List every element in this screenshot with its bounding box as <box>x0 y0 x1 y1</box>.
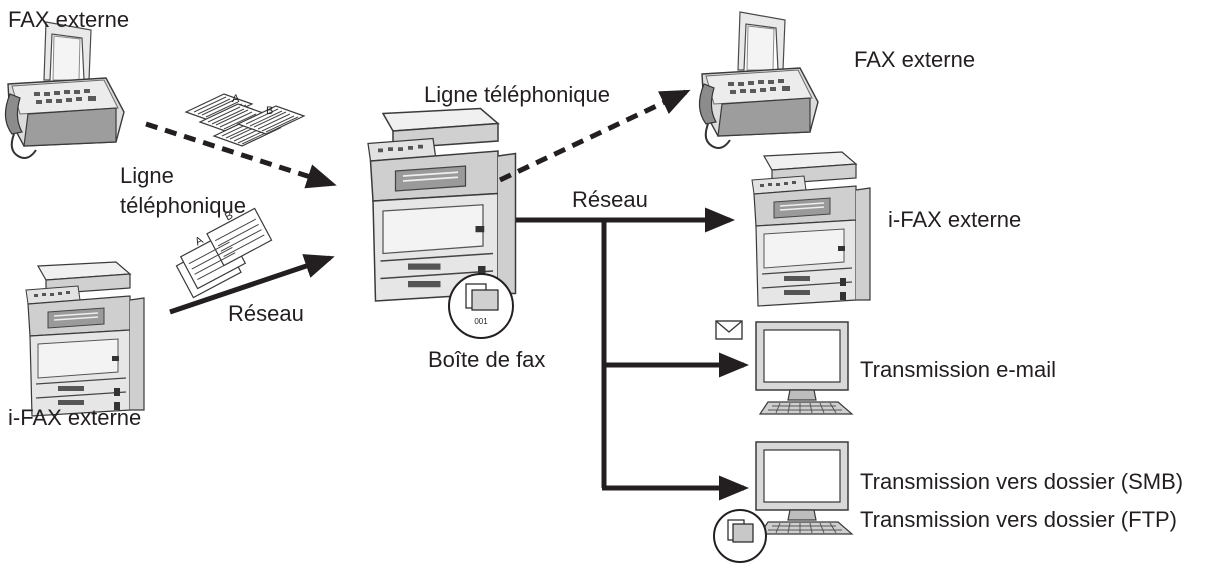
fax-externe-left-label: FAX externe <box>8 7 130 32</box>
phone-line-arrow-in <box>145 121 337 189</box>
transmission-ftp-label: Transmission vers dossier (FTP) <box>860 507 1178 532</box>
network-tree <box>516 207 749 501</box>
ligne-telephonique-left-label-line2: téléphonique <box>120 193 247 218</box>
boite-de-fax-label: Boîte de fax <box>428 347 546 372</box>
document-stack-icon: A B <box>175 207 273 299</box>
fax-box-folder-icon: 001 <box>448 273 514 339</box>
fax-machine-icon <box>4 21 126 159</box>
multifunction-printer-icon <box>367 107 517 302</box>
phone-line-arrow-out <box>498 89 691 183</box>
multifunction-printer-icon <box>751 151 871 307</box>
transmission-smb-label: Transmission vers dossier (SMB) <box>860 469 1184 494</box>
document-stack-icon: A B <box>185 93 305 147</box>
fax-machine-icon <box>698 11 819 149</box>
computer-monitor-icon <box>755 321 853 415</box>
envelope-icon <box>715 320 743 340</box>
reseau-right-label: Réseau <box>572 187 648 212</box>
ifax-externe-right-label: i-FAX externe <box>888 207 1022 232</box>
ligne-telephonique-top-label: Ligne téléphonique <box>424 82 610 107</box>
fax-box-number: 001 <box>474 317 488 326</box>
multifunction-printer-icon <box>25 261 145 417</box>
document-letter-a: A <box>232 93 240 105</box>
fax-externe-right-label: FAX externe <box>854 47 976 72</box>
computer-monitor-icon <box>755 441 853 535</box>
transmission-email-label: Transmission e-mail <box>860 357 1057 382</box>
document-letter-b: B <box>266 105 273 117</box>
ligne-telephonique-left-label-line1: Ligne <box>120 163 174 188</box>
fax-box-folder-icon <box>713 509 767 563</box>
reseau-left-label: Réseau <box>228 301 304 326</box>
ifax-externe-left-label: i-FAX externe <box>8 405 142 430</box>
network-arrow-in <box>169 254 335 315</box>
